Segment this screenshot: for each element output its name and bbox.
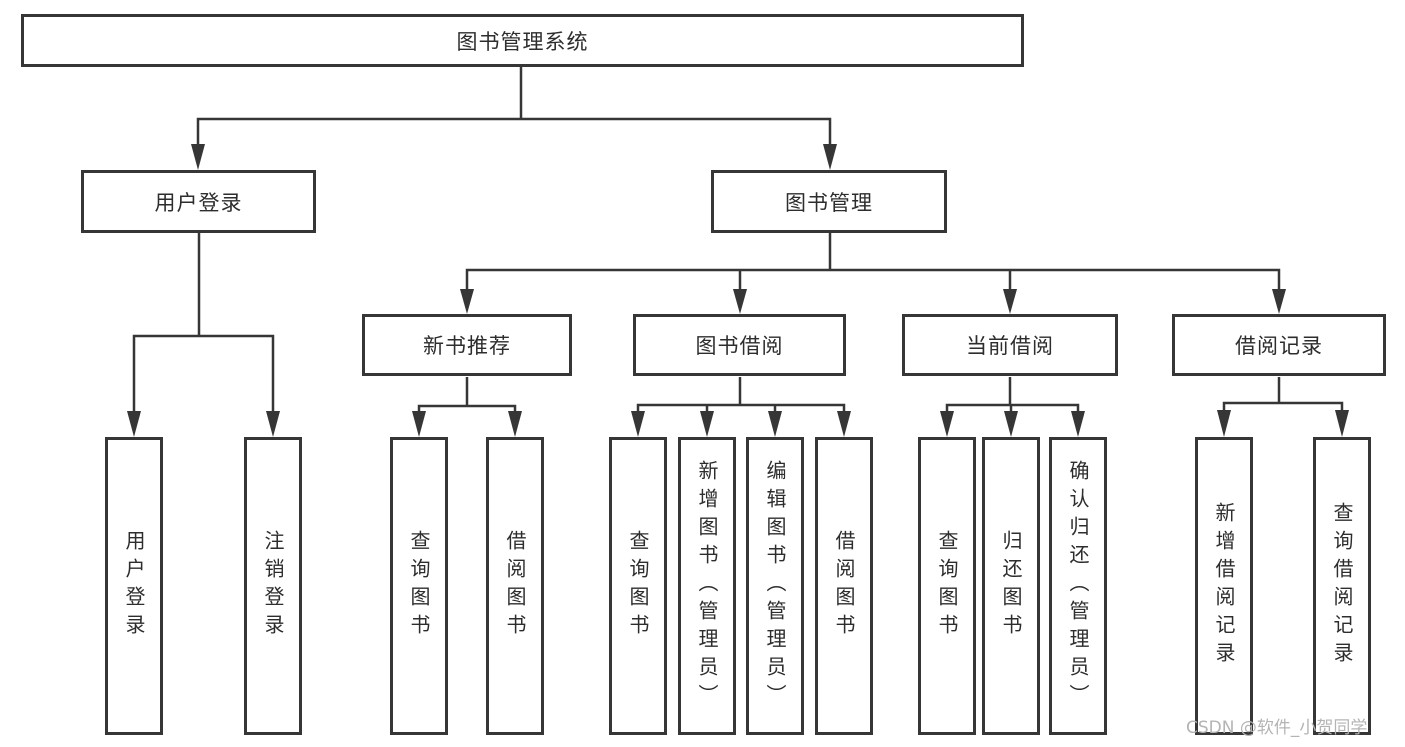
leaf-query-borrow-record: 查询借阅记录 <box>1313 437 1371 735</box>
node-book-management: 图书管理 <box>711 170 947 233</box>
leaf-edit-books-admin: 编辑图书（管理员） <box>746 437 804 735</box>
node-user-login: 用户登录 <box>81 170 316 233</box>
leaf-logout: 注销登录 <box>244 437 302 735</box>
leaf-query-books-borrowing: 查询图书 <box>609 437 667 735</box>
node-new-book-recommend: 新书推荐 <box>362 314 572 376</box>
node-book-borrowing: 图书借阅 <box>633 314 846 376</box>
leaf-query-books-recommend: 查询图书 <box>390 437 448 735</box>
csdn-watermark: CSDN @软件_小贺同学 <box>1186 718 1368 738</box>
leaf-borrow-books-borrowing: 借阅图书 <box>815 437 873 735</box>
leaf-borrow-books-recommend: 借阅图书 <box>486 437 544 735</box>
leaf-user-login: 用户登录 <box>105 437 163 735</box>
leaf-return-books: 归还图书 <box>982 437 1040 735</box>
leaf-add-borrow-record: 新增借阅记录 <box>1195 437 1253 735</box>
node-current-borrowing: 当前借阅 <box>902 314 1118 376</box>
leaf-add-books-admin: 新增图书（管理员） <box>678 437 736 735</box>
node-library-management-system: 图书管理系统 <box>21 14 1024 67</box>
leaf-query-books-current: 查询图书 <box>918 437 976 735</box>
leaf-confirm-return-admin: 确认归还（管理员） <box>1049 437 1107 735</box>
node-borrowing-records: 借阅记录 <box>1172 314 1386 376</box>
